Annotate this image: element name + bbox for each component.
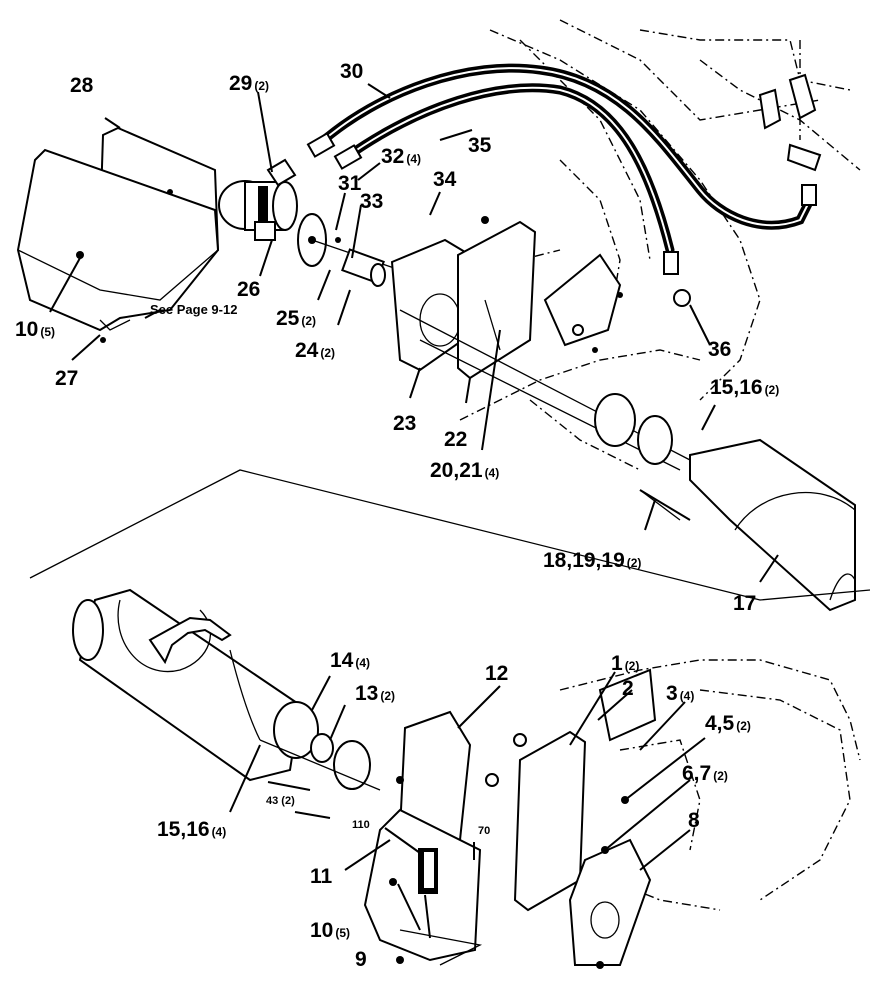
callouts-lower: 14(4) 13(2) 12 1(2) 2 3(4) 4,5(2) 6,7(2)… [157,649,751,971]
callout-28: 28 [70,74,94,97]
leader-lines-upper [49,83,779,583]
side-plate [543,253,622,347]
see-page-note: See Page 9-12 [150,302,237,317]
callout-10-upper: 10(5) [15,318,55,341]
callout-4-5: 4,5(2) [705,712,751,735]
mount-bracket-lower [513,668,657,966]
coupler-parts [297,213,401,287]
dim-70: 70 [478,825,490,837]
callout-15-16-upper: 15,16(2) [710,376,779,399]
dim-43: 43 (2) [266,795,295,807]
callout-8: 8 [688,809,700,832]
lower-bearing-parts [259,701,381,791]
dim-110: 110 [352,819,370,831]
callout-10-lower: 10(5) [310,919,350,942]
callout-26: 26 [237,278,260,301]
callout-23: 23 [393,412,416,435]
upper-assembly: 28 29(2) 30 35 32(4) 34 31 33 26 25(2) 2… [15,19,861,615]
callout-12: 12 [485,662,508,685]
auger-tube [399,309,856,612]
elbow-fittings [266,73,822,187]
callout-9: 9 [355,948,367,971]
lower-assembly: 14(4) 13(2) 12 1(2) 2 3(4) 4,5(2) 6,7(2)… [72,588,861,971]
leader-lines-lower [229,671,706,939]
callout-2: 2 [622,677,634,700]
hydraulic-hoses [306,63,817,307]
callout-17: 17 [733,592,756,615]
callout-13: 13(2) [355,682,395,705]
auger-tube-lower [72,588,302,782]
callout-32: 32(4) [381,145,421,168]
callout-34: 34 [433,168,457,191]
callout-18-19: 18,19,19(2) [543,549,641,572]
callout-33: 33 [360,190,383,213]
callout-3: 3(4) [666,682,694,705]
callouts-upper: 28 29(2) 30 35 32(4) 34 31 33 26 25(2) 2… [15,60,779,615]
lower-shield [363,710,483,966]
callout-11: 11 [310,865,333,888]
frame-outline-lower [559,659,861,911]
callout-25: 25(2) [276,307,316,330]
hydraulic-motor [218,180,298,241]
callout-1: 1(2) [611,652,639,675]
callout-29: 29(2) [229,72,269,95]
callout-15-16-lower: 15,16(4) [157,818,226,841]
callout-27: 27 [55,367,78,390]
callout-6-7: 6,7(2) [682,762,728,785]
callout-14: 14(4) [330,649,370,672]
callout-30: 30 [340,60,363,83]
callout-35: 35 [468,134,492,157]
callout-36: 36 [708,338,731,361]
callout-22: 22 [444,428,467,451]
upper-shield [16,126,220,332]
callout-20-21: 20,21(4) [430,459,499,482]
view-boundary [29,469,871,601]
callout-31: 31 [338,172,362,195]
callout-24: 24(2) [295,339,335,362]
hardware-upper [76,189,691,521]
